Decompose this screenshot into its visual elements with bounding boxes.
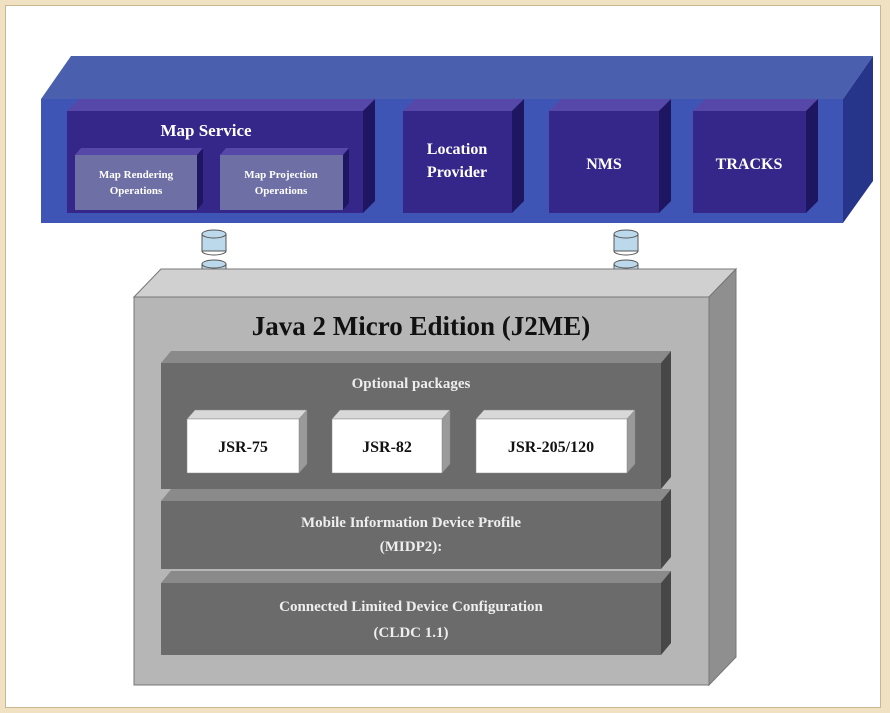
cldc-label-line1: Connected Limited Device Configuration [279, 599, 543, 615]
map-projection-side [343, 148, 349, 210]
map-projection-top [220, 148, 349, 155]
jsr-82-box: JSR-82 [331, 409, 451, 474]
connector-right-upper-cylinder [613, 229, 639, 256]
jsr-205-120-label: JSR-205/120 [508, 439, 594, 456]
map-service-title: Map Service [160, 121, 252, 140]
midp-front [161, 501, 661, 569]
cldc-side [661, 571, 671, 655]
map-rendering-front [75, 155, 197, 210]
tracks-top [693, 99, 818, 111]
connector-left-upper-cylinder [201, 229, 227, 256]
map-service-block: Map Service Map Rendering Operations Map… [67, 99, 375, 213]
optional-packages-title: Optional packages [352, 376, 471, 392]
map-rendering-side [197, 148, 203, 210]
map-rendering-top [75, 148, 203, 155]
map-service-top [67, 99, 375, 111]
map-projection-label-line1: Map Projection [244, 169, 317, 181]
jsr-82-label: JSR-82 [362, 439, 412, 456]
jsr-75-box: JSR-75 [186, 409, 308, 474]
tracks-side [806, 99, 818, 213]
j2me-top-face [132, 268, 738, 298]
location-provider-label-line2: Provider [427, 164, 487, 181]
optional-packages-layer: Optional packages JSR-75 JSR-82 JSR-205/… [161, 351, 671, 489]
optional-packages-top [161, 351, 671, 363]
location-provider-side [512, 99, 524, 213]
location-provider-top [403, 99, 524, 111]
cldc-label-line2: (CLDC 1.1) [374, 625, 449, 641]
midp-top [161, 489, 671, 501]
tracks-front [693, 111, 806, 213]
location-provider-label-line1: Location [427, 141, 488, 158]
tracks-label: TRACKS [716, 156, 783, 173]
map-rendering-label-line2: Operations [110, 185, 163, 197]
cldc-top [161, 571, 671, 583]
j2me-title: Java 2 Micro Edition (J2ME) [252, 311, 590, 341]
nms-block: NMS [549, 99, 671, 213]
j2me-side-face [708, 267, 737, 687]
diagram-canvas: Map Service Map Rendering Operations Map… [5, 5, 881, 708]
architecture-diagram: Map Service Map Rendering Operations Map… [41, 56, 873, 687]
midp-side [661, 489, 671, 569]
tracks-block: TRACKS [693, 99, 818, 213]
map-service-side [363, 99, 375, 213]
midp-label-line1: Mobile Information Device Profile [301, 515, 521, 531]
jsr-75-label: JSR-75 [218, 439, 268, 456]
location-provider-block: Location Provider [403, 99, 524, 213]
location-provider-front [403, 111, 512, 213]
nms-top [549, 99, 671, 111]
nms-label: NMS [586, 156, 622, 173]
map-projection-front [220, 155, 343, 210]
midp-label-line2: (MIDP2): [380, 539, 442, 555]
map-rendering-operations-box: Map Rendering Operations [75, 148, 203, 210]
band-side-face [843, 56, 873, 223]
nms-side [659, 99, 671, 213]
optional-packages-side [661, 351, 671, 489]
nms-front [549, 111, 659, 213]
map-projection-label-line2: Operations [255, 185, 308, 197]
jsr-205-120-box: JSR-205/120 [475, 409, 636, 474]
band-top-face [41, 56, 873, 99]
midp-layer: Mobile Information Device Profile (MIDP2… [161, 489, 671, 569]
map-rendering-label-line1: Map Rendering [99, 169, 174, 181]
cldc-front [161, 583, 661, 655]
cldc-layer: Connected Limited Device Configuration (… [161, 571, 671, 655]
map-projection-operations-box: Map Projection Operations [220, 148, 349, 210]
